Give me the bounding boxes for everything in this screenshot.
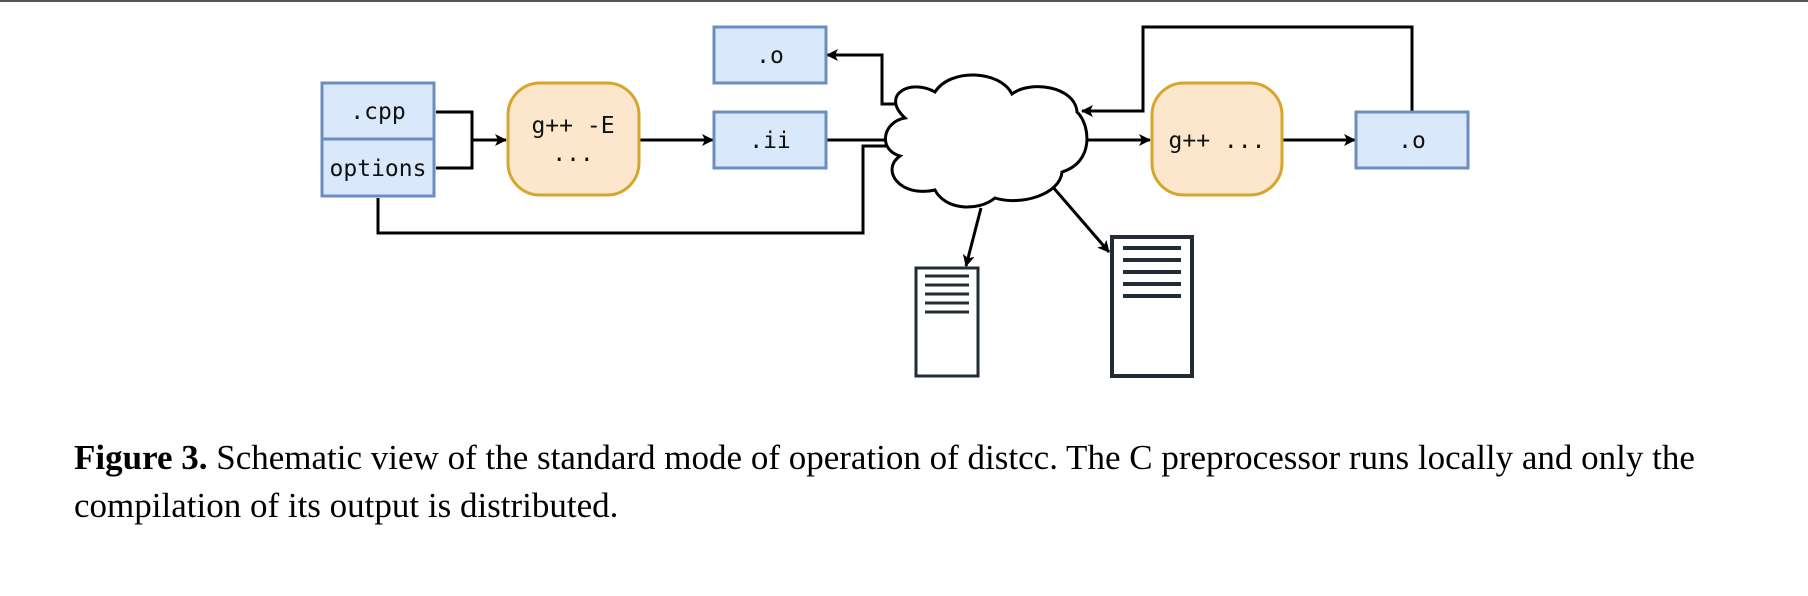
figure-caption: Figure 3. Schematic view of the standard… bbox=[74, 434, 1754, 530]
ii-label: .ii bbox=[749, 128, 791, 154]
preprocessor-box: g++ -E ... bbox=[506, 81, 641, 197]
figure-caption-text: Schematic view of the standard mode of o… bbox=[74, 438, 1695, 525]
compiler-box: g++ ... bbox=[1150, 81, 1284, 197]
preprocessor-label-line2: ... bbox=[552, 141, 594, 167]
edge-options-to-cloud bbox=[376, 140, 906, 235]
compiler-label: g++ ... bbox=[1169, 128, 1266, 154]
local-object-box: .o bbox=[712, 25, 828, 85]
edge-cloud-to-server-small bbox=[962, 207, 983, 267]
distcc-diagram: .cpp options g++ -E ... .ii .o g++ ... .… bbox=[320, 25, 1470, 378]
local-object-label: .o bbox=[756, 43, 784, 69]
remote-object-box: .o bbox=[1354, 110, 1470, 170]
server-icon bbox=[914, 266, 980, 378]
cloud-icon bbox=[883, 73, 1089, 209]
options-label: options bbox=[330, 156, 427, 182]
remote-object-label: .o bbox=[1398, 128, 1426, 154]
edge-remote-obj-to-cloud bbox=[1081, 25, 1414, 117]
edge-options-to-preprocessor bbox=[436, 140, 474, 170]
options-box: options bbox=[320, 137, 436, 198]
cpp-file-box: .cpp bbox=[320, 81, 436, 141]
top-rule bbox=[0, 0, 1808, 2]
ii-file-box: .ii bbox=[712, 110, 828, 170]
preprocessor-label-line1: g++ -E bbox=[531, 113, 614, 139]
figure-label: Figure 3. bbox=[74, 438, 208, 477]
edge-cloud-to-server-large bbox=[1050, 185, 1111, 253]
edge-cpp-to-preprocessor bbox=[436, 110, 474, 140]
cpp-label: .cpp bbox=[350, 99, 405, 125]
server-icon bbox=[1110, 235, 1194, 378]
